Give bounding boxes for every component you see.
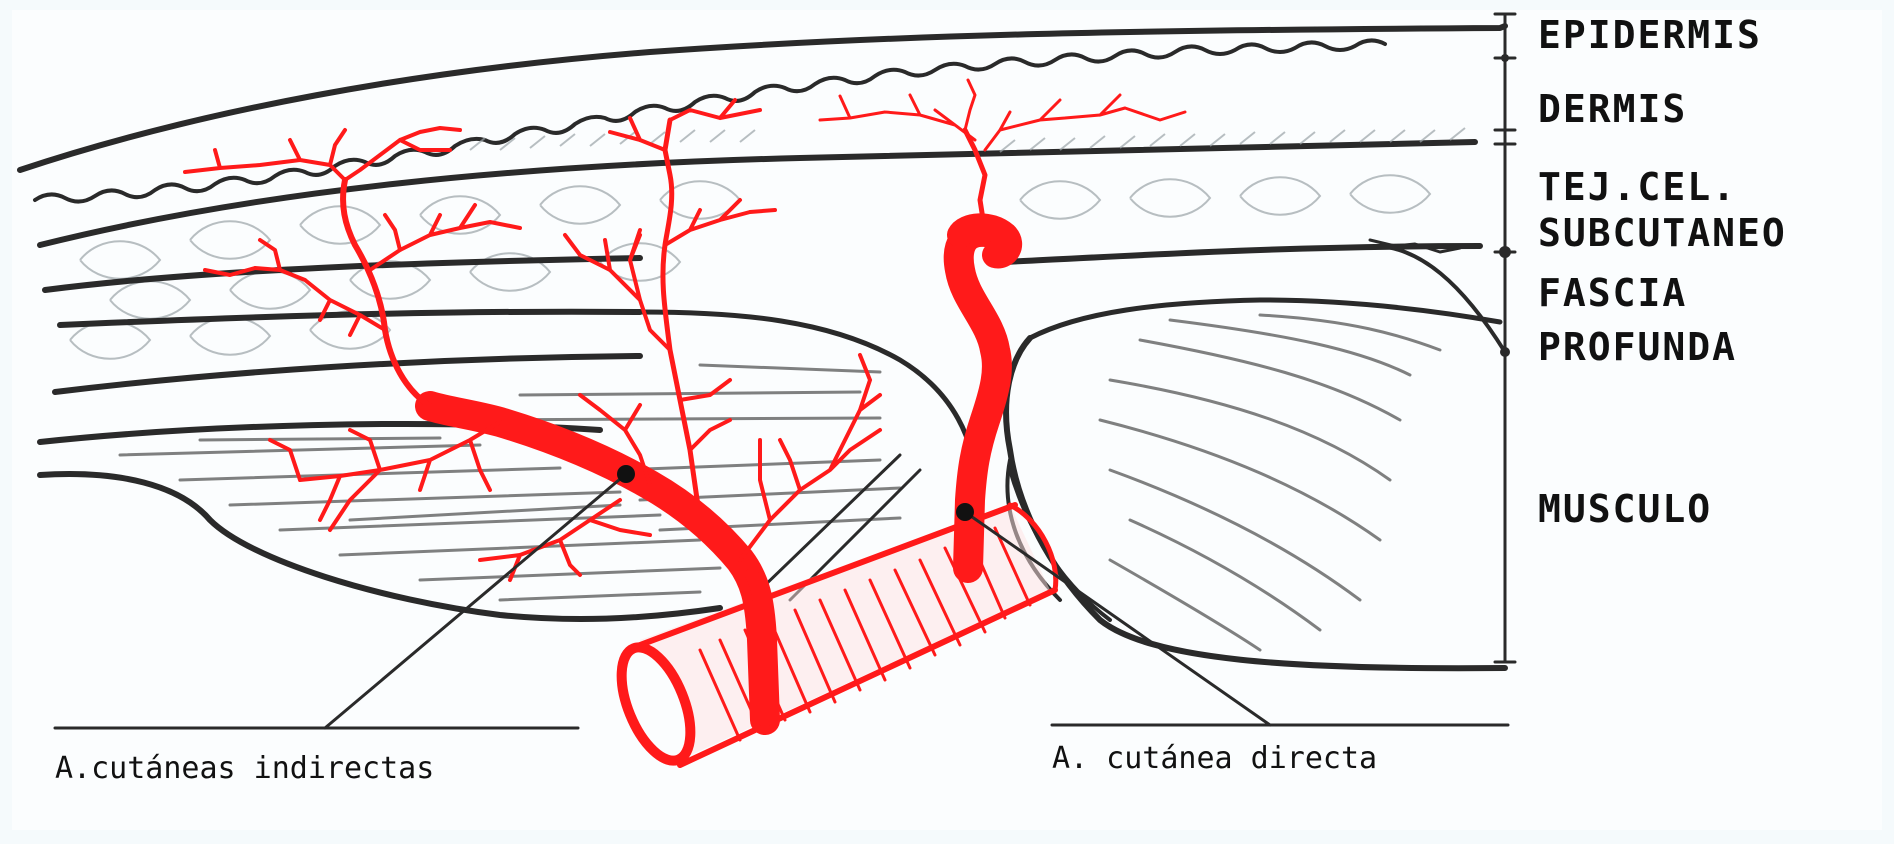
label-fascia-line1: FASCIA: [1538, 271, 1687, 315]
label-indirect-arteries: A.cutáneas indirectas: [55, 751, 434, 786]
label-dermis: DERMIS: [1538, 87, 1687, 131]
label-muscle: MUSCULO: [1538, 487, 1712, 531]
label-subcutaneous-line2: SUBCUTANEO: [1538, 211, 1787, 255]
label-fascia-line2: PROFUNDA: [1538, 325, 1737, 369]
label-direct-artery: A. cutánea directa: [1052, 741, 1377, 776]
label-epidermis: EPIDERMIS: [1538, 13, 1762, 57]
label-subcutaneous-line1: TEJ.CEL.: [1538, 165, 1737, 209]
